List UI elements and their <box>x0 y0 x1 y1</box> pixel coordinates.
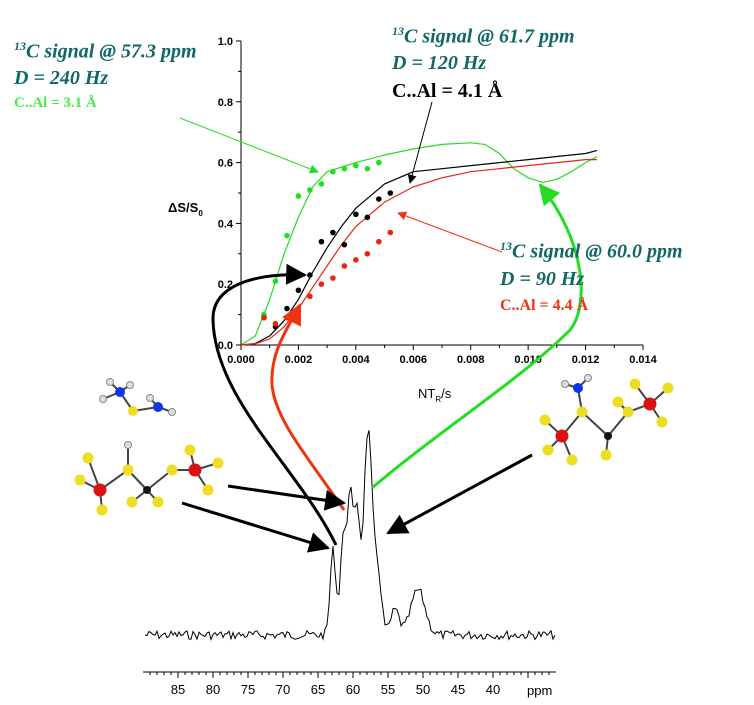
x-tick-label: 0.002 <box>285 354 313 366</box>
molecule-arrow-2 <box>181 501 331 553</box>
y-axis-ticks: 0.00.20.40.60.81.0 <box>218 36 241 352</box>
molecule-dimethylamine-icon <box>99 378 176 416</box>
red-peak-arrow <box>270 303 346 511</box>
spectrum-tick-label: 45 <box>451 682 465 697</box>
green-peak-arrow <box>371 183 583 490</box>
x-tick-label: 0.004 <box>342 354 370 366</box>
data-point-series-2 <box>261 314 267 321</box>
annotation-57-coupling: D = 240 Hz <box>14 67 109 89</box>
x-tick-label: 0.006 <box>400 354 428 366</box>
spectrum-axis-unit: ppm <box>527 683 552 698</box>
data-point-series-2 <box>330 275 336 281</box>
y-axis-label-sub: 0 <box>198 209 203 218</box>
spectrum-tick-label: 75 <box>241 682 255 697</box>
data-point-series-0 <box>353 162 359 169</box>
data-point-series-0 <box>295 193 302 199</box>
red-label-pointer <box>397 211 503 253</box>
nmr-spectrum-trace <box>144 430 556 641</box>
data-point-series-2 <box>376 238 382 245</box>
data-point-series-1 <box>353 211 359 218</box>
spectrum-tick-label: 65 <box>311 682 325 697</box>
data-point-series-2 <box>318 281 325 288</box>
data-point-series-0 <box>341 165 348 172</box>
data-point-series-1 <box>364 214 371 221</box>
green-label-pointer <box>179 117 319 174</box>
data-point-series-0 <box>376 159 382 166</box>
data-point-series-0 <box>307 187 313 193</box>
x-axis-label: NTR/s <box>418 386 452 404</box>
y-axis-label: ΔS/S0 <box>168 200 203 218</box>
data-point-series-1 <box>376 196 382 202</box>
annotation-57-title: 13C signal @ 57.3 ppm <box>14 39 197 63</box>
annotation-61-title: 13C signal @ 61.7 ppm <box>392 24 575 48</box>
data-point-series-0 <box>284 232 290 239</box>
spectrum-ppm-axis: 85 80 75 70 65 60 55 50 45 40 <box>143 671 556 697</box>
annotation-60-title: 13C signal @ 60.0 ppm <box>500 239 683 263</box>
y-tick-label: 0.0 <box>218 340 233 352</box>
fit-curves <box>240 142 598 346</box>
fit-curve-0 <box>240 142 598 346</box>
y-tick-label: 0.6 <box>218 158 233 170</box>
black-label-pointer <box>407 101 433 184</box>
molecule-aluminate-left-icon <box>74 441 224 516</box>
annotation-61-coupling: D = 120 Hz <box>392 52 487 74</box>
data-point-series-0 <box>364 165 371 172</box>
data-point-series-2 <box>387 229 394 236</box>
spectrum-tick-label: 70 <box>276 682 290 697</box>
data-point-series-1 <box>295 287 302 294</box>
molecule-arrow-3 <box>386 453 533 535</box>
fit-curve-2 <box>240 159 598 346</box>
x-tick-label: 0.000 <box>227 354 255 366</box>
data-point-series-1 <box>318 238 325 245</box>
x-axis-label-suffix: /s <box>441 386 452 401</box>
data-point-series-0 <box>330 168 336 175</box>
black-peak-arrow <box>211 263 338 546</box>
y-tick-label: 1.0 <box>218 36 233 48</box>
data-point-series-1 <box>307 272 313 278</box>
data-point-series-2 <box>341 263 348 269</box>
spectrum-tick-label: 55 <box>381 682 395 697</box>
data-point-series-1 <box>387 190 394 196</box>
molecule-aluminate-right-icon <box>539 374 674 466</box>
data-point-series-2 <box>307 293 313 300</box>
spectrum-tick-label: 80 <box>206 682 220 697</box>
molecule-arrow-1 <box>227 484 347 511</box>
y-tick-label: 0.8 <box>218 97 233 109</box>
data-point-series-1 <box>341 241 348 248</box>
spectrum-tick-label: 60 <box>346 682 360 697</box>
x-tick-label: 0.012 <box>572 354 600 366</box>
x-tick-label: 0.014 <box>629 354 657 366</box>
annotation-61-distance: C..Al = 4.1 Å <box>392 80 503 102</box>
annotation-57-distance: C..Al = 3.1 Å <box>14 95 97 111</box>
y-tick-label: 0.4 <box>218 218 234 230</box>
data-point-series-1 <box>330 229 336 236</box>
annotation-60-distance: C..Al = 4.4 Å <box>500 297 589 314</box>
spectrum-tick-label: 40 <box>486 682 500 697</box>
data-point-series-2 <box>364 251 371 257</box>
fit-curve-1 <box>240 149 598 346</box>
data-points <box>261 159 394 330</box>
spectrum-tick-label: 50 <box>416 682 430 697</box>
data-point-series-2 <box>284 314 290 321</box>
x-tick-label: 0.008 <box>457 354 485 366</box>
data-point-series-0 <box>318 181 325 187</box>
data-point-series-1 <box>284 305 290 312</box>
data-point-series-2 <box>353 257 359 263</box>
data-point-series-2 <box>272 320 279 327</box>
x-axis-label-sub: R <box>435 395 441 404</box>
data-point-series-0 <box>272 278 279 284</box>
spectrum-tick-label: 85 <box>171 682 185 697</box>
annotation-60-coupling: D = 90 Hz <box>500 268 585 290</box>
